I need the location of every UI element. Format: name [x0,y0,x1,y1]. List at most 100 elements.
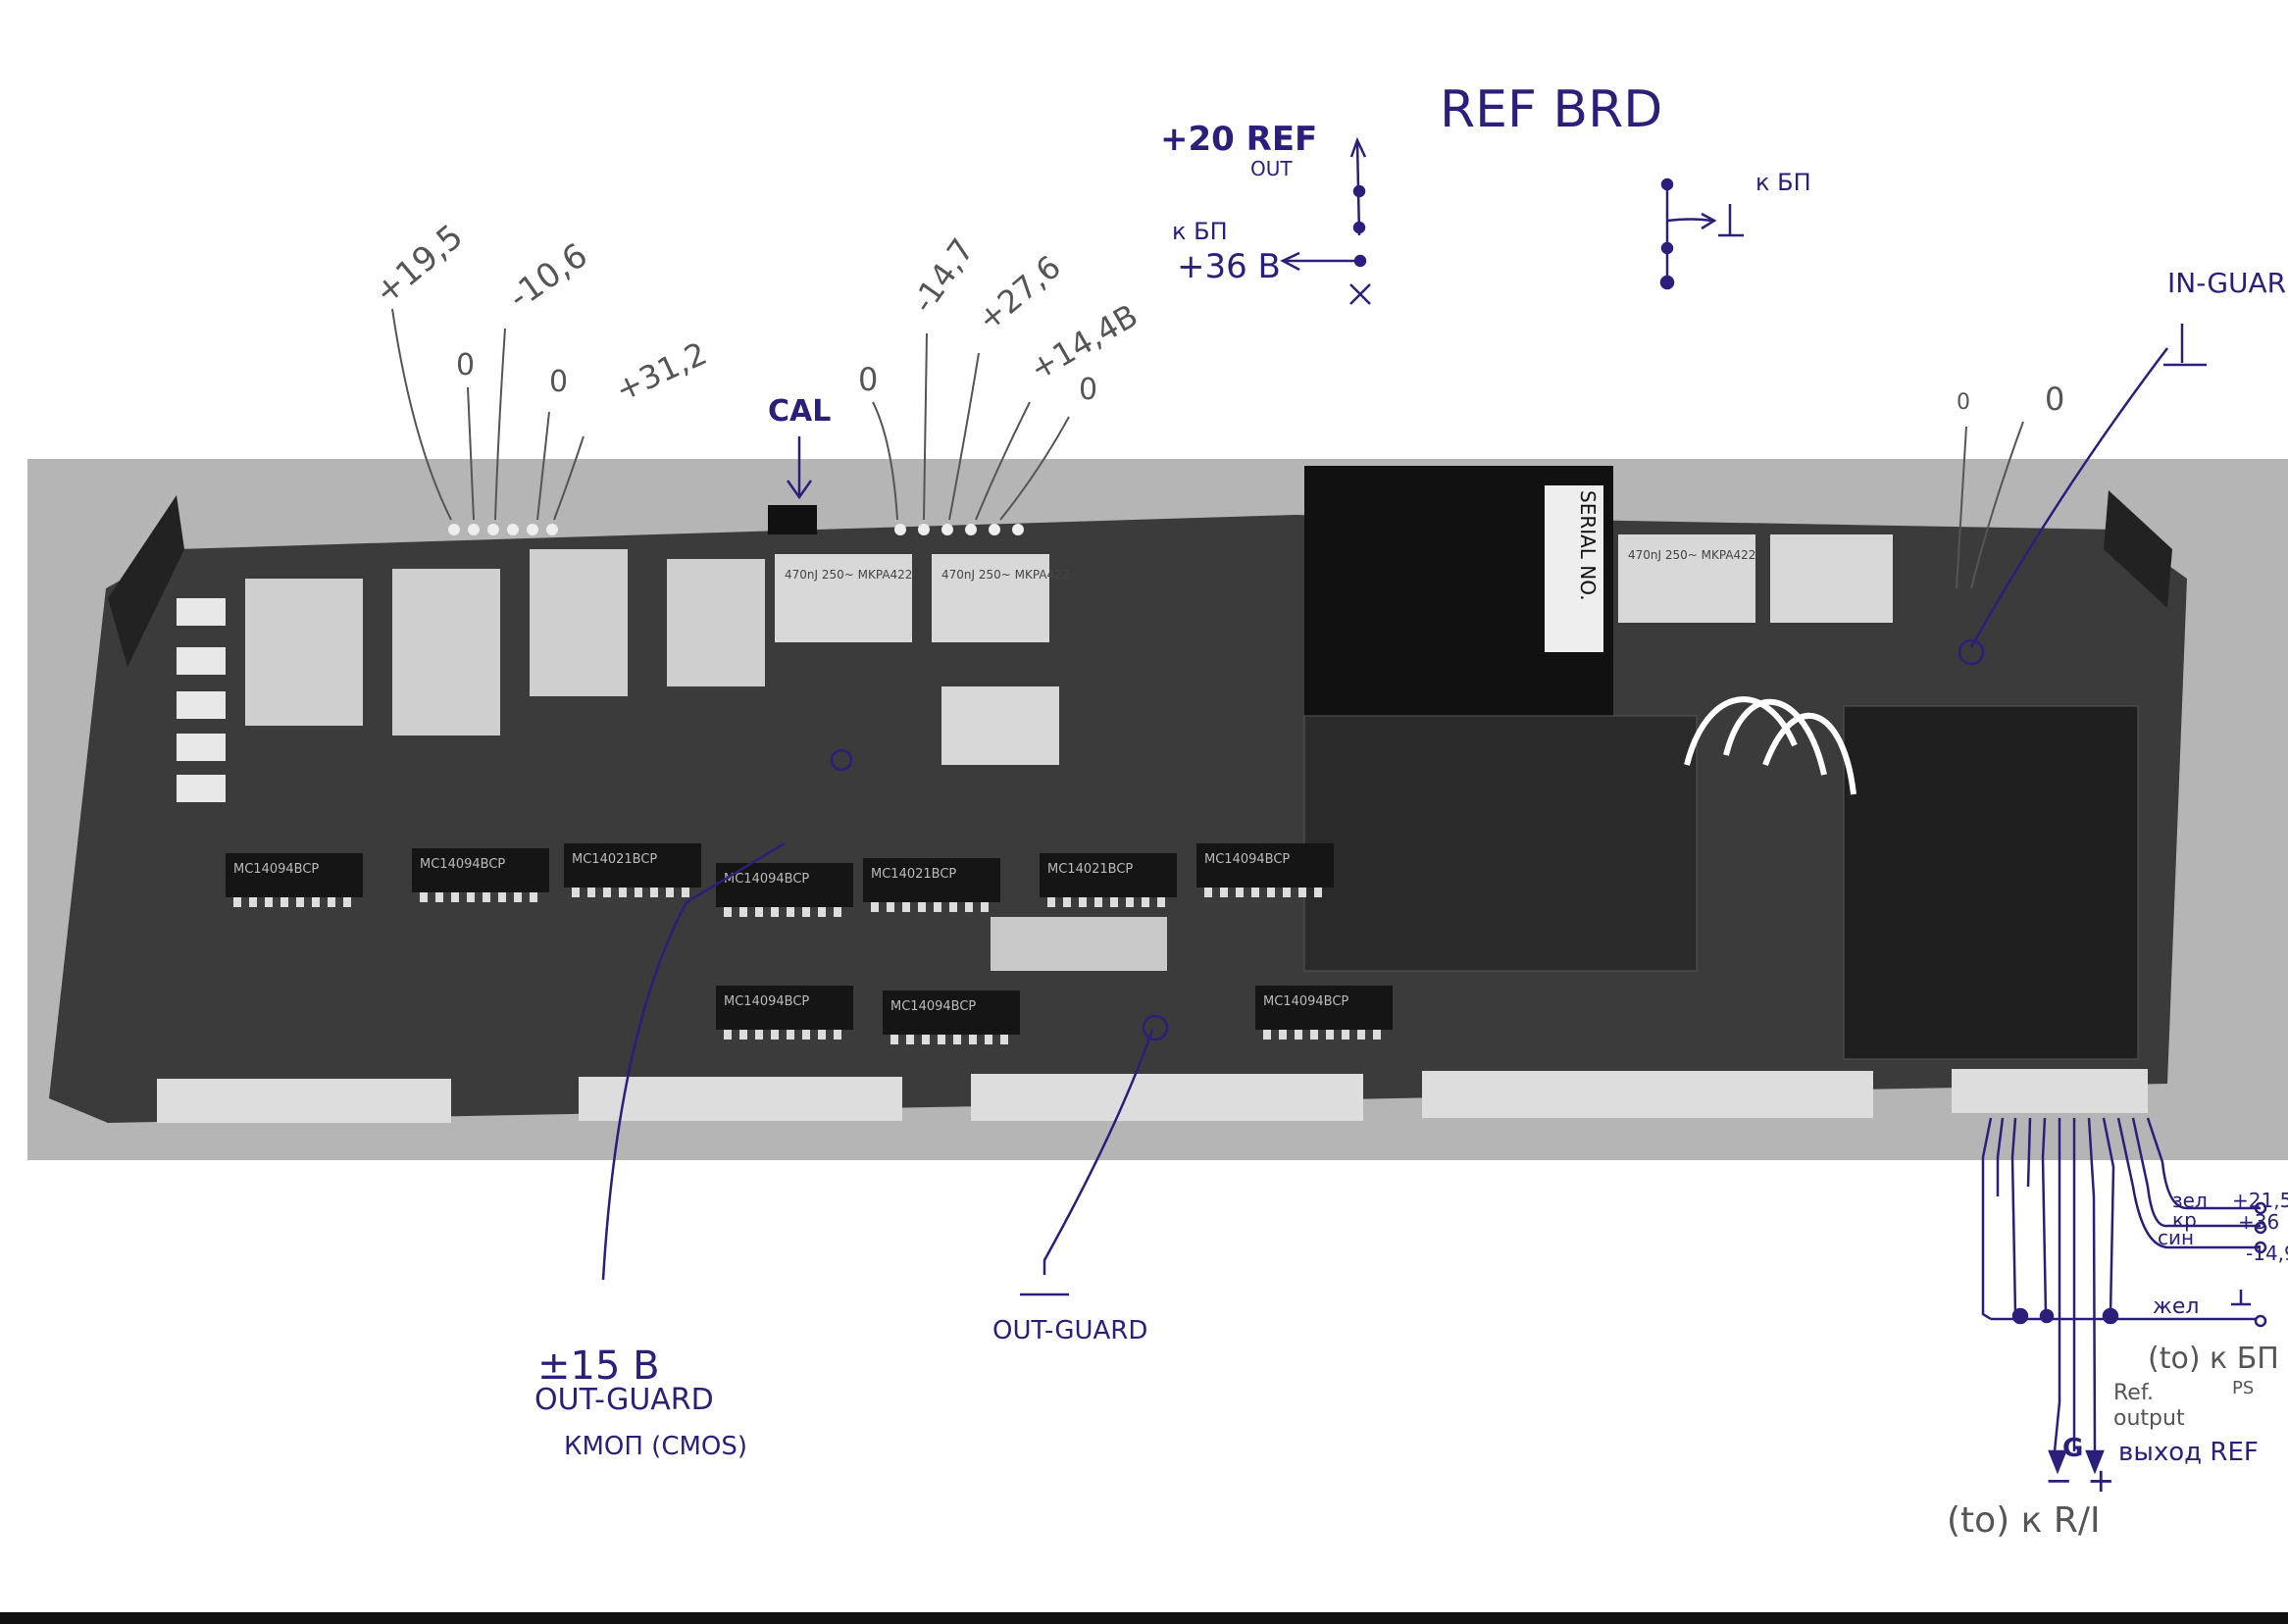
ic-pin [1000,1035,1008,1044]
ic-pin [514,892,522,902]
ic-pin [249,897,257,907]
tp-left-2: 0 [456,348,476,382]
ic-pin [953,1035,961,1044]
ic-pin [755,907,763,917]
ic-pin [938,1035,945,1044]
ic-chips: MC14094BCP MC14094BCP MC14021BCP MC14094BCP… [226,843,1393,1044]
ic-pin [969,1035,977,1044]
in-guard-label: IN-GUARD [2167,267,2288,299]
ic-pin [265,897,273,907]
ic-pin [233,897,241,907]
ref-output-label: Ref. output [2113,1381,2185,1431]
ic-pin [1310,1030,1318,1040]
sub-board [1303,715,1698,972]
ic-chip [226,853,363,897]
ic-pin [530,892,537,902]
ic-pin [949,902,957,912]
ic-chip-label: MC14094BCP [1204,852,1290,867]
ic-pin [739,907,747,917]
ic-pin [906,1035,914,1044]
ic-pin [771,1030,779,1040]
wire-1-color: зел [2172,1189,2208,1212]
ic-pin [1126,897,1134,907]
minus-label: − [2045,1461,2073,1500]
capacitor-label: 470nJ 250~ MKPA422 [941,568,1069,582]
ic-pin [650,888,658,897]
ic-pin [887,902,894,912]
relays [177,598,226,802]
ic-pin [1263,1030,1271,1040]
ref-out-sub: OUT [1250,157,1293,180]
ic-pin [1047,897,1055,907]
crystal [991,917,1167,971]
plus-label: + [2087,1461,2115,1500]
scan-bottom-edge [0,1612,2288,1624]
to-ri-label: (to) к R/I [1947,1500,2101,1541]
ic-pin [918,902,926,912]
out-guard-mid-label: OUT-GUARD [992,1316,1148,1345]
ic-pin [587,888,595,897]
ink-leaders [601,136,2267,1475]
ic-pin [619,888,627,897]
ic-pin [603,888,611,897]
ic-pin [343,897,351,907]
out-guard-left-label: OUT-GUARD [534,1383,714,1417]
ic-pin [787,907,794,917]
out-guard-left-voltage: ±15 В [537,1344,660,1389]
wire-3-value: -14,9 [2246,1242,2288,1265]
ic-pin [420,892,428,902]
ic-pin [802,907,810,917]
ic-pin [1298,888,1306,897]
right-bracket [2104,490,2172,608]
wire-1-value: +21,5 [2232,1189,2288,1212]
ground-ps-label: к БП [1755,169,1811,196]
edge-connectors [157,1069,2148,1123]
ic-chip [863,858,1000,902]
cal-label: CAL [768,394,832,429]
ic-chip-label: MC14021BCP [572,852,657,867]
ps36-label: +36 В [1177,247,1281,286]
ic-pin [1094,897,1102,907]
test-pins [448,524,1024,535]
ic-pin [666,888,674,897]
ic-pin [834,1030,841,1040]
ic-pin [635,888,642,897]
ic-chip-label: MC14021BCP [1047,862,1133,877]
right-sub-board [1843,705,2139,1060]
ic-chip [1040,853,1177,897]
ic-pin [280,897,288,907]
ic-pin [1314,888,1322,897]
ic-pin [483,892,490,902]
connector-harness [1981,1117,2267,1475]
ic-pin [498,892,506,902]
module-label-plate [1545,485,1603,652]
ic-pin [572,888,580,897]
ic-pin [1251,888,1259,897]
ic-pin [1279,1030,1287,1040]
resistor-banks [245,549,765,736]
tp-left-4: 0 [549,365,569,399]
to-ps-label: (to) к БП [2148,1342,2279,1376]
ic-pin [1157,897,1165,907]
ic-pin [451,892,459,902]
ic-pin [467,892,475,902]
ic-chip-label: MC14094BCP [724,994,809,1009]
ic-pin [682,888,689,897]
left-bracket [108,495,184,667]
capacitor-label: 470nJ 250~ MKPA422 [785,568,912,582]
ic-pin [787,1030,794,1040]
ic-pin [1079,897,1087,907]
ic-chip [412,848,549,892]
ic-pin [890,1035,898,1044]
tp-right-1: 0 [1957,390,1970,415]
module-label: SERIAL NO. [1576,490,1600,601]
tp-right-2: 0 [2045,381,2065,418]
ic-pin [328,897,335,907]
out-guard-left-logic: КМОП (CMOS) [564,1432,748,1461]
board-title: REF BRD [1440,80,1663,139]
ic-chip [564,843,701,888]
wire-3-color: син [2158,1226,2195,1249]
ic-pin [965,902,973,912]
ic-chip-label: MC14094BCP [420,857,505,872]
